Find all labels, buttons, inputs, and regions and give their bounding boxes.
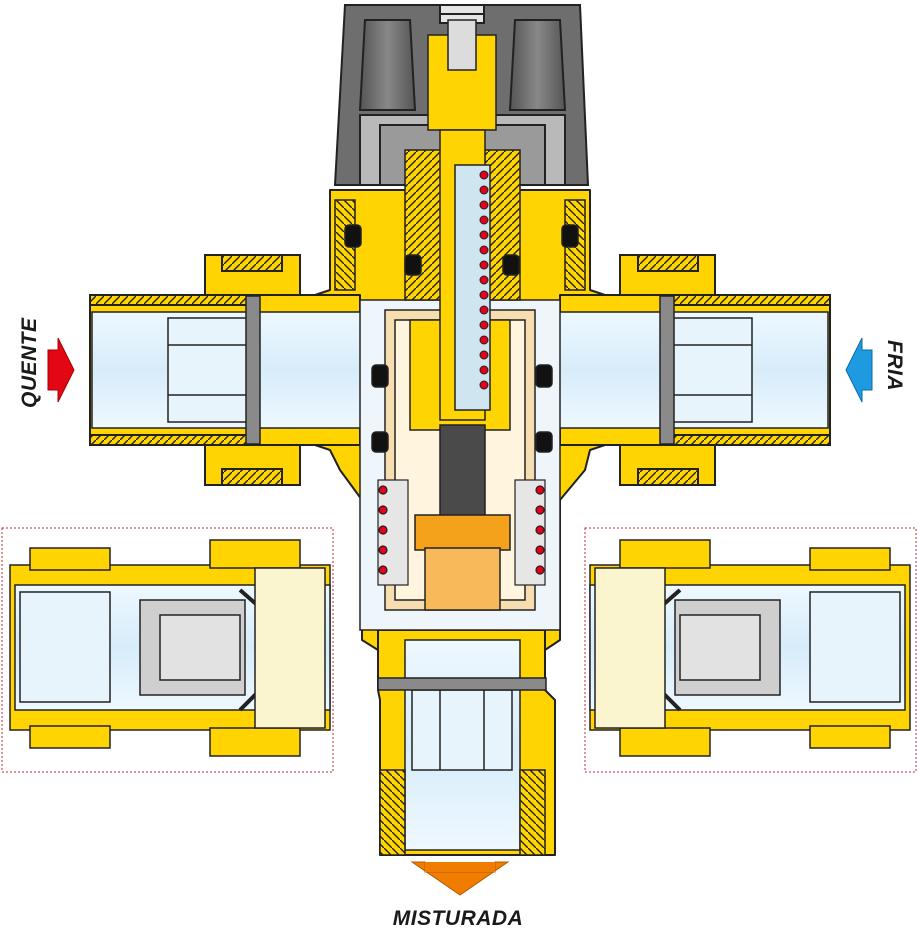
hot-inlet-label: QUENTE [18, 317, 41, 408]
arrow-left-icon [845, 337, 873, 403]
left-union-nut [89, 254, 301, 486]
cold-inlet-label: FRIA [883, 340, 906, 391]
lower-spring [377, 479, 546, 586]
arrow-right-icon [47, 337, 75, 403]
arrow-down-icon [410, 861, 510, 896]
cold-check-valve-inset [584, 527, 917, 773]
mixed-outlet-label: MISTURADA [393, 907, 524, 930]
spindle-assembly [334, 19, 586, 453]
water-passages [91, 295, 829, 856]
hot-check-valve-inset [1, 527, 334, 773]
right-union-nut [619, 254, 831, 486]
upper-spring [479, 170, 489, 390]
thermostatic-element [414, 424, 511, 611]
